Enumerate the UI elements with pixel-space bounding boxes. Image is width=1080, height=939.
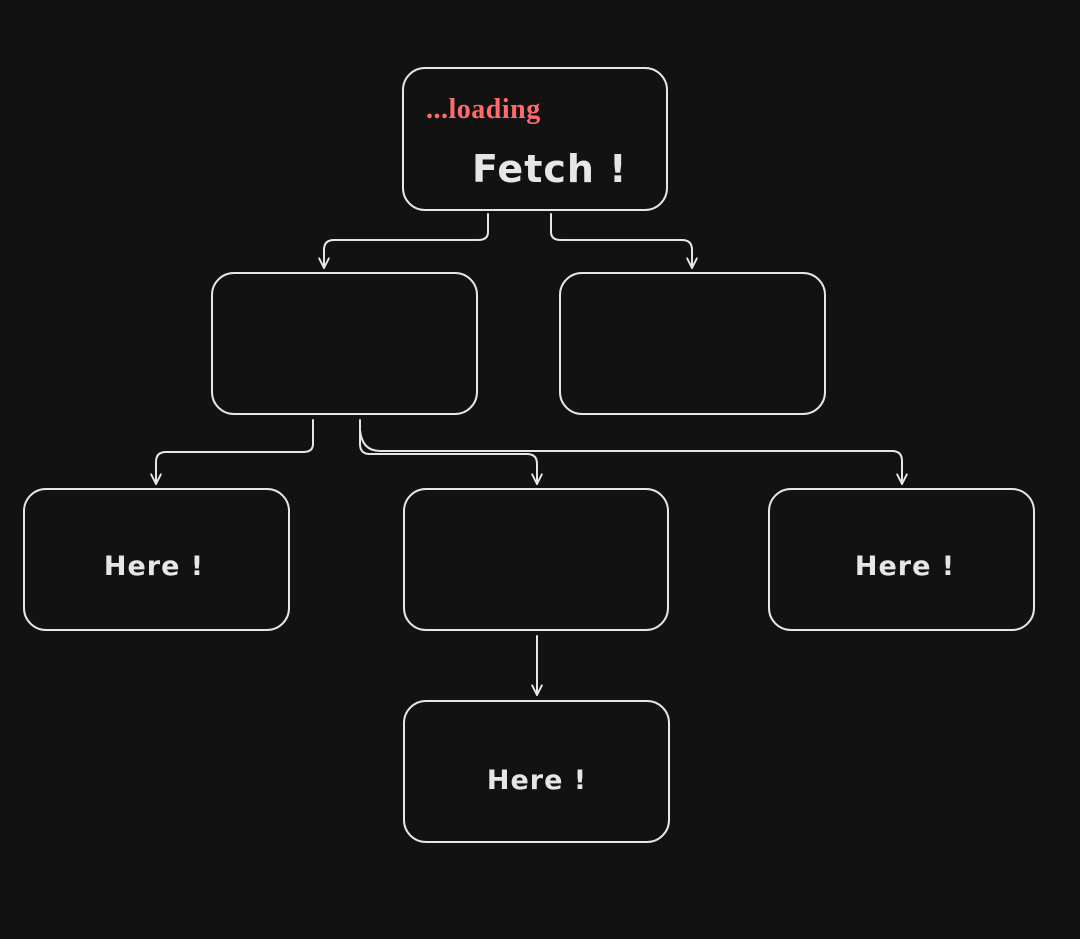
leaf-left-label: Here ! <box>104 551 204 582</box>
node-leaf-right-box <box>768 488 1035 631</box>
root-title-label: Fetch ! <box>472 147 628 191</box>
connector-mid-left-to-leaf-left <box>150 419 314 485</box>
connector-mid-left-to-leaf-center <box>359 419 543 485</box>
leaf-right-label: Here ! <box>855 551 955 582</box>
node-mid-left-box <box>211 272 478 415</box>
node-leaf-bottom-box <box>403 700 670 843</box>
node-leaf-center-box <box>403 488 669 631</box>
connector-root-to-mid-left <box>318 213 489 269</box>
node-mid-right-box <box>559 272 826 415</box>
leaf-bottom-label: Here ! <box>487 765 587 796</box>
root-status-label: ...loading <box>426 94 541 125</box>
node-leaf-left-box <box>23 488 290 631</box>
connector-root-to-mid-right <box>550 213 698 269</box>
node-root-box <box>402 67 668 211</box>
connector-mid-left-to-leaf-right <box>359 429 908 485</box>
